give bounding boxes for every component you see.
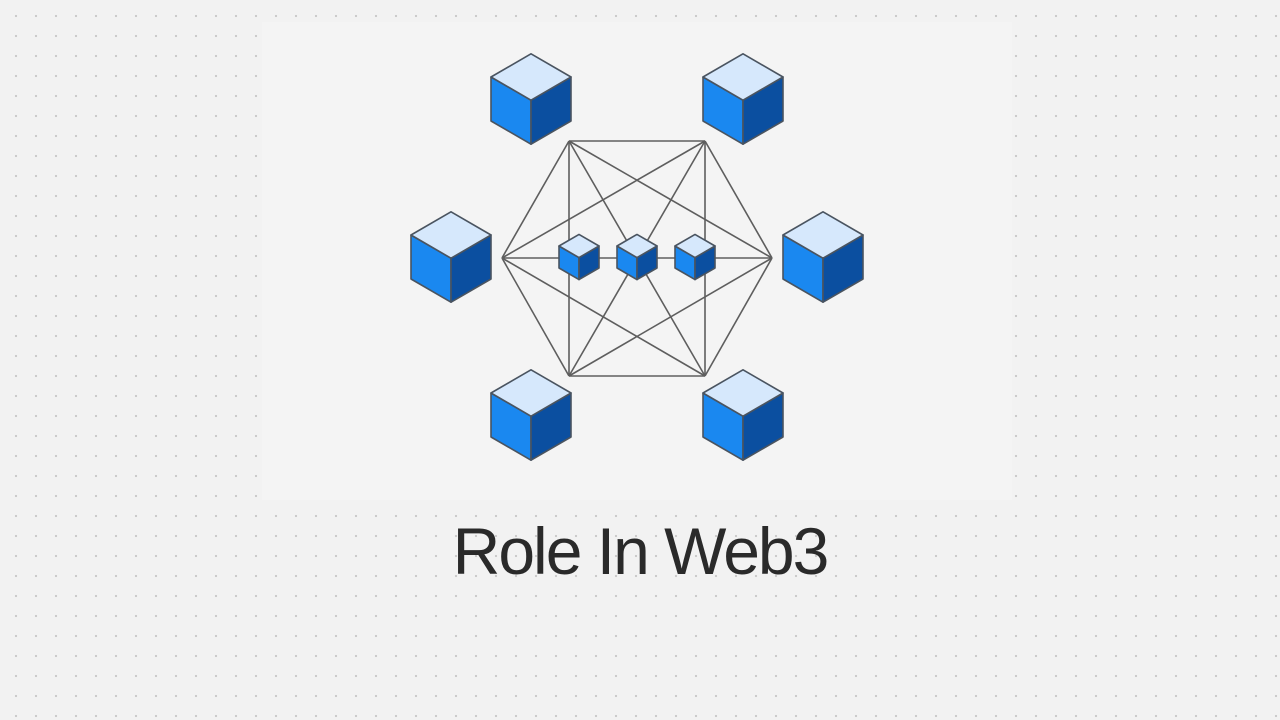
cube-icon — [782, 211, 864, 304]
cube-top-face — [616, 233, 658, 259]
cube-top-face — [702, 52, 784, 101]
cube-top-face — [674, 233, 716, 259]
cube-icon — [558, 233, 600, 281]
cube-top-face — [490, 368, 572, 418]
cube-icon — [490, 368, 572, 462]
hexagon-edge — [501, 257, 570, 377]
cube-nodes — [410, 52, 864, 462]
cube-icon — [616, 233, 658, 281]
cube-icon — [702, 52, 784, 145]
cube-top-face — [558, 233, 600, 259]
hexagon-edge — [704, 257, 773, 377]
mesh-line — [501, 257, 706, 377]
mesh-line — [501, 140, 706, 259]
cube-icon — [674, 233, 716, 281]
cube-icon — [702, 368, 784, 462]
hexagon-edge — [704, 140, 773, 259]
page-title: Role In Web3 — [452, 514, 830, 588]
cube-top-face — [782, 211, 864, 260]
hexagon-edge — [501, 140, 570, 259]
cube-top-face — [410, 211, 492, 260]
cube-top-face — [490, 52, 572, 101]
cube-icon — [410, 211, 492, 304]
cube-icon — [490, 52, 572, 145]
cube-top-face — [702, 368, 784, 418]
mesh-line — [568, 257, 773, 377]
